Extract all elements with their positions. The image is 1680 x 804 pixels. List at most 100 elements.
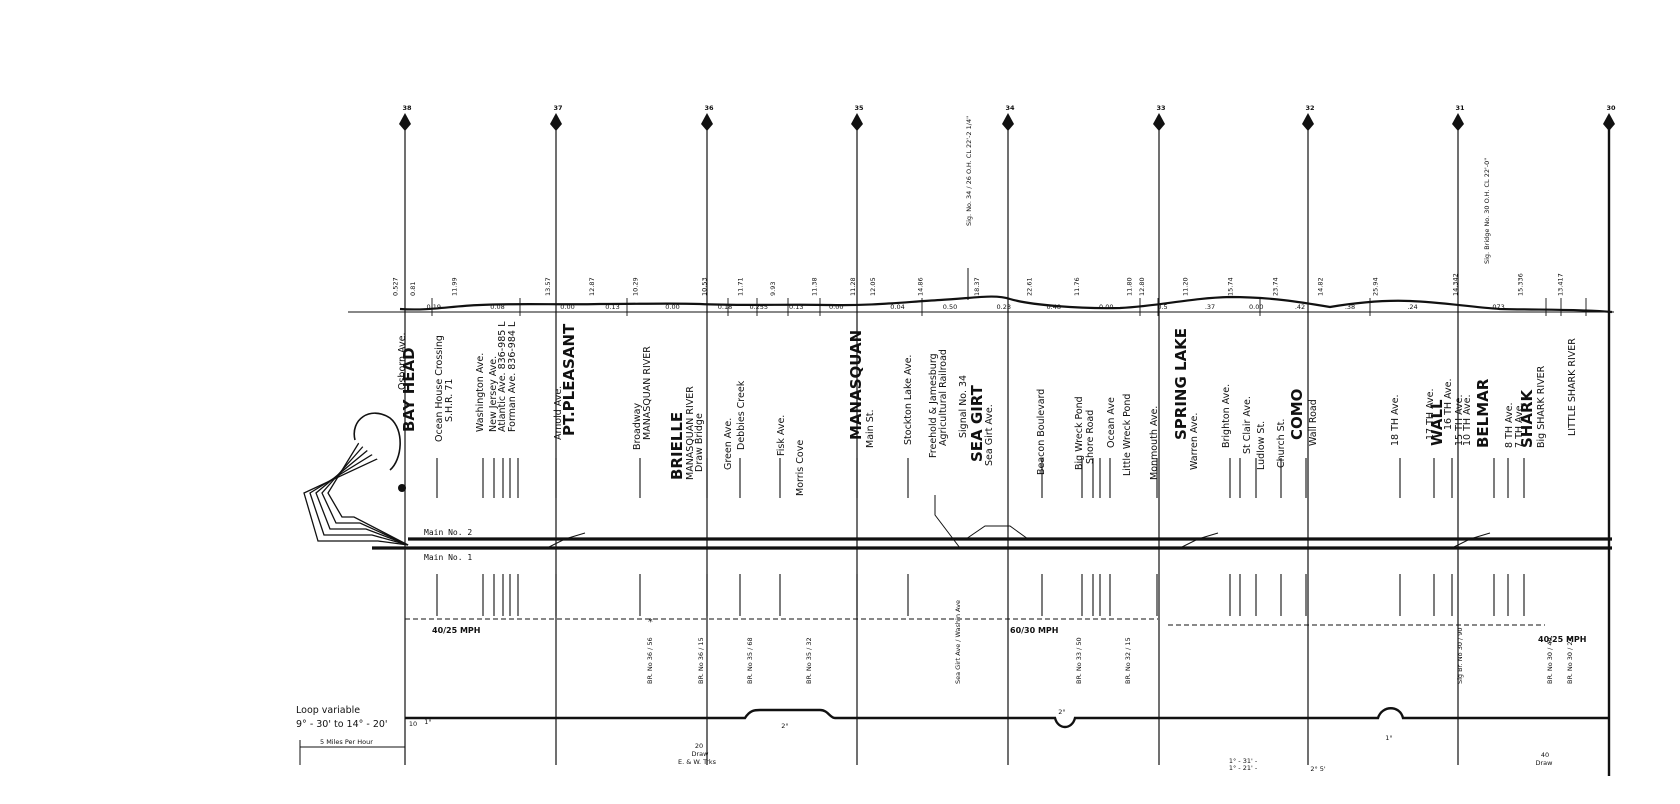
milepost-number: 34 <box>1005 104 1015 112</box>
milepost-diamond <box>399 113 411 131</box>
curve-label: E. & W. Trks <box>678 758 717 766</box>
bridge-label: BR. No 36 / 15 <box>697 637 705 684</box>
milepost-number: 36 <box>704 104 714 112</box>
curvature-path <box>405 707 1609 729</box>
station-name: PT.PLEASANT <box>560 323 578 436</box>
profile-line <box>399 295 1613 314</box>
milepost-diamond <box>851 113 863 131</box>
bridge-label: BR. No 32 / 15 <box>1124 637 1132 684</box>
grade-value: 11.28 <box>849 277 857 296</box>
grade-value: 12.80 <box>1138 277 1146 296</box>
curve-label: 2° <box>781 722 788 730</box>
signal-label: Sig. No. 34 / 26 O.H. CL 22'-2 1/4" <box>965 116 973 226</box>
grade-value: 0.255 <box>749 303 768 311</box>
grade-value: 14.342 <box>1452 273 1460 296</box>
bridge-label: BR. No 33 / 50 <box>1075 637 1083 684</box>
street-name: 7 TH Ave. <box>1514 403 1525 448</box>
milepost-number: 33 <box>1156 104 1165 112</box>
milepost-diamond <box>1302 113 1314 131</box>
loop-balloon <box>353 412 401 471</box>
station-name: SPRING LAKE <box>1172 328 1190 440</box>
grade-value: .42 <box>1295 303 1305 311</box>
bridge-label: BR. No 30 / 49 <box>1546 637 1554 684</box>
grade-value: 0.00 <box>829 303 843 311</box>
street-name: Church St. <box>1276 419 1287 468</box>
grade-value: 13.57 <box>544 277 552 296</box>
curve-label: 1° <box>424 718 431 726</box>
grade-value: 11.80 <box>1125 277 1133 296</box>
legend-line: 9° - 30' to 14° - 20' <box>296 719 388 730</box>
grade-value: 25.94 <box>1372 277 1380 296</box>
milepost-number: 38 <box>402 104 412 112</box>
street-name: 18 TH Ave. <box>1390 394 1401 446</box>
street-name: Fisk Ave. <box>776 415 787 456</box>
station-name: BAY HEAD <box>400 347 418 432</box>
milepost-diamond <box>1603 113 1615 131</box>
milepost-number: 32 <box>1305 104 1314 112</box>
curve-label: 1° - 31' - <box>1229 757 1258 765</box>
grade-value: 14.82 <box>1317 277 1325 296</box>
curve-label: 1° - 21' - <box>1229 764 1258 772</box>
bridge-label: BR. No 35 / 32 <box>805 637 813 684</box>
bridge-label: Sig Br. No 30 / 90 <box>1456 627 1464 684</box>
grade-value: 0.08 <box>490 303 504 311</box>
loop-track <box>321 433 409 546</box>
street-name: Freehold & Jamesburg <box>928 353 939 458</box>
street-name: LITTLE SHARK RIVER <box>1567 338 1578 436</box>
street-name: Big Wreck Pond <box>1074 396 1085 470</box>
street-name: 16 TH Ave. <box>1443 378 1454 430</box>
grade-value: 11.99 <box>450 277 458 296</box>
street-name: 15 TH Ave. <box>1454 394 1465 446</box>
curve-label: 1° <box>1385 734 1392 742</box>
grade-value: 0.50 <box>943 303 957 311</box>
grade-value: 15.74 <box>1227 277 1235 296</box>
crossover <box>546 532 586 549</box>
street-name: 17 TH Ave. <box>1425 388 1436 440</box>
grade-value: 10.29 <box>632 277 640 296</box>
grade-value: 0.00 <box>665 303 679 311</box>
speed-label: 40/25 MPH <box>1538 635 1587 644</box>
milepost-diamond <box>701 113 713 131</box>
station-name: BELMAR <box>1474 378 1492 448</box>
grade-profile <box>348 295 1614 316</box>
grade-value: 0.04 <box>890 303 904 311</box>
curve-label: 2° <box>1058 708 1065 716</box>
bridge-label: BR. No 36 / 56 <box>646 637 654 684</box>
street-name: Warren Ave. <box>1189 413 1200 470</box>
bay-head-loop <box>303 412 409 546</box>
milepost-diamond <box>1153 113 1165 131</box>
grade-value: 15.336 <box>1517 273 1525 296</box>
station-name: COMO <box>1288 389 1306 440</box>
curve-label: 40 <box>1541 751 1549 759</box>
grade-value: 9.93 <box>769 282 777 296</box>
curve-label: 20 <box>695 742 703 750</box>
grade-value: 0.13 <box>789 303 803 311</box>
speed-label: 60/30 MPH <box>1010 626 1059 635</box>
milepost-number: 30 <box>1606 104 1616 112</box>
bridge-labels: BR. No 36 / 56 BR. No 36 / 15 BR. No 35 / … <box>646 600 1574 684</box>
street-name: Main St. <box>865 410 876 448</box>
curve-label: 2° 5' <box>1310 765 1326 773</box>
grade-value: 0.00 <box>1249 303 1263 311</box>
grade-value: 0.5 <box>1157 303 1167 311</box>
street-name: Ocean Ave <box>1106 397 1117 448</box>
street-name: Morris Cove <box>795 440 806 496</box>
street-name: New Jersey Ave. <box>488 356 499 432</box>
street-name: MANASQUAN RIVER <box>642 346 653 440</box>
grade-value: .37 <box>1205 303 1215 311</box>
street-name: Forman Ave. 836-984 L <box>507 321 518 432</box>
grade-value: 0.13 <box>605 303 619 311</box>
street-name: Ocean House Crossing <box>434 335 445 442</box>
grade-value: 18.37 <box>973 277 981 296</box>
street-name: Little Wreck Pond <box>1122 394 1133 476</box>
street-name: Beacon Boulevard <box>1036 389 1047 475</box>
grade-value: 13.417 <box>1557 273 1565 296</box>
street-name: Atlantic Ave. 836-985 L <box>497 321 508 432</box>
grade-value: 0.23 <box>997 303 1011 311</box>
street-name: Arnold Ave. <box>553 386 564 440</box>
street-name: MANASQUAN RIVER <box>685 386 696 480</box>
